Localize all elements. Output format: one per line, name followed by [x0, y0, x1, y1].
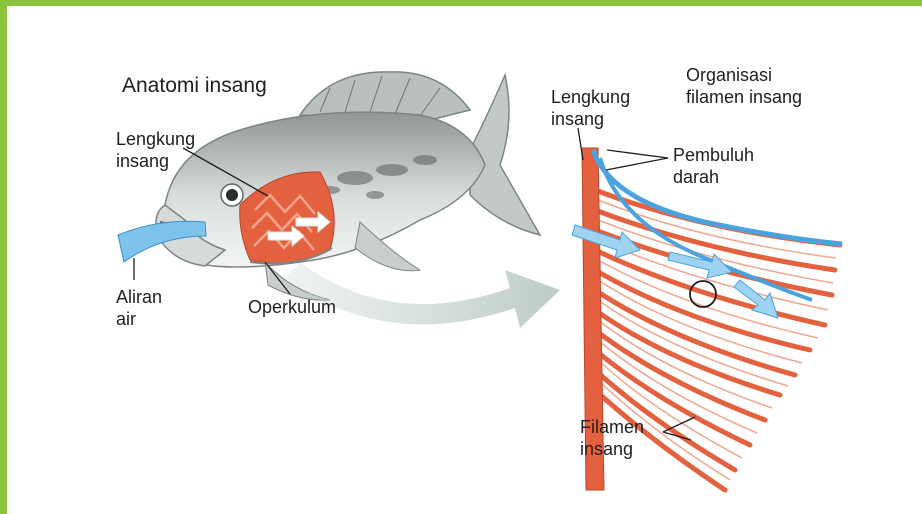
gill-arch-label-right: Lengkung insang — [551, 86, 630, 130]
operculum-label: Operkulum — [248, 296, 336, 318]
fish-illustration — [156, 72, 540, 300]
zoom-arrow — [285, 262, 560, 328]
blood-vessel-label: Pembuluh darah — [673, 144, 754, 188]
gill-filament-label: Filamen insang — [580, 416, 644, 460]
filament-organization-label: Organisasi filamen insang — [686, 64, 802, 108]
gill-arch-label-left: Lengkung insang — [116, 128, 195, 172]
water-flow-label: Aliran air — [116, 286, 162, 330]
fish-anatomy-title: Anatomi insang — [122, 74, 267, 98]
